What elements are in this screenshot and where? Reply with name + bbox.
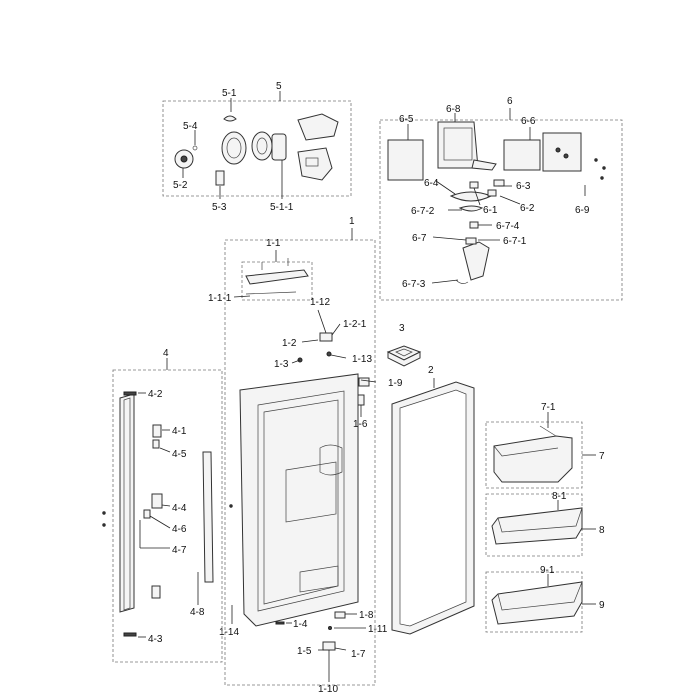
label-6-8: 6-8 — [446, 104, 461, 115]
label-5-4: 5-4 — [183, 121, 198, 132]
label-9: 9 — [599, 600, 605, 611]
label-6-5: 6-5 — [399, 114, 414, 125]
label-6-1: 6-1 — [483, 205, 498, 216]
label-1-12: 1-12 — [310, 297, 330, 308]
label-2: 2 — [428, 365, 434, 376]
label-4-3: 4-3 — [148, 634, 163, 645]
label-6-6: 6-6 — [521, 116, 536, 127]
label-6-7-3: 6-7-3 — [402, 279, 426, 290]
group-9-door-guard — [485, 571, 596, 633]
label-1-7: 1-7 — [351, 649, 366, 660]
label-6-7: 6-7 — [412, 233, 427, 244]
label-1-8: 1-8 — [359, 610, 374, 621]
label-4-5: 4-5 — [172, 449, 187, 460]
label-4-6: 4-6 — [172, 524, 187, 535]
label-1-9: 1-9 — [388, 378, 403, 389]
label-1-10: 1-10 — [318, 684, 338, 695]
label-7-1: 7-1 — [541, 402, 556, 413]
label-6-7-2: 6-7-2 — [411, 206, 435, 217]
group-8-door-guard — [485, 493, 596, 557]
label-4-7: 4-7 — [172, 545, 187, 556]
label-6-9: 6-9 — [575, 205, 590, 216]
label-5-1-1: 5-1-1 — [270, 202, 294, 213]
label-8-1: 8-1 — [552, 491, 567, 502]
label-1-2: 1-2 — [282, 338, 297, 349]
label-4: 4 — [163, 348, 169, 359]
part-3 — [386, 345, 422, 367]
group-6-dispenser-panel — [379, 108, 623, 301]
label-1-13: 1-13 — [352, 354, 372, 365]
label-5-3: 5-3 — [212, 202, 227, 213]
label-6-3: 6-3 — [516, 181, 531, 192]
label-9-1: 9-1 — [540, 565, 555, 576]
label-8: 8 — [599, 525, 605, 536]
part-2-door-gasket — [391, 378, 475, 635]
label-4-4: 4-4 — [172, 503, 187, 514]
label-4-2: 4-2 — [148, 389, 163, 400]
label-4-8: 4-8 — [190, 607, 205, 618]
label-6-7-4: 6-7-4 — [496, 221, 520, 232]
label-6-2: 6-2 — [520, 203, 535, 214]
label-1-1-1: 1-1-1 — [208, 293, 232, 304]
group-1-door-assembly — [224, 228, 377, 686]
label-6-4: 6-4 — [424, 178, 439, 189]
label-5-2: 5-2 — [173, 180, 188, 191]
label-6: 6 — [507, 96, 513, 107]
label-1-5: 1-5 — [297, 646, 312, 657]
group-7-door-guard — [485, 412, 596, 489]
label-5-1: 5-1 — [222, 88, 237, 99]
label-7: 7 — [599, 451, 605, 462]
label-1-3: 1-3 — [274, 359, 289, 370]
label-1-1: 1-1 — [266, 238, 281, 249]
label-5: 5 — [276, 81, 282, 92]
label-3: 3 — [399, 323, 405, 334]
group-4-door-handle — [102, 358, 233, 663]
label-1-2-1: 1-2-1 — [343, 319, 367, 330]
label-1-11: 1-11 — [368, 624, 388, 635]
group-5-dispenser-assembly — [162, 91, 352, 199]
label-4-1: 4-1 — [172, 426, 187, 437]
label-1: 1 — [349, 216, 355, 227]
label-6-7-1: 6-7-1 — [503, 236, 527, 247]
label-1-6: 1-6 — [353, 419, 368, 430]
label-1-4: 1-4 — [293, 619, 308, 630]
label-1-14: 1-14 — [219, 627, 239, 638]
